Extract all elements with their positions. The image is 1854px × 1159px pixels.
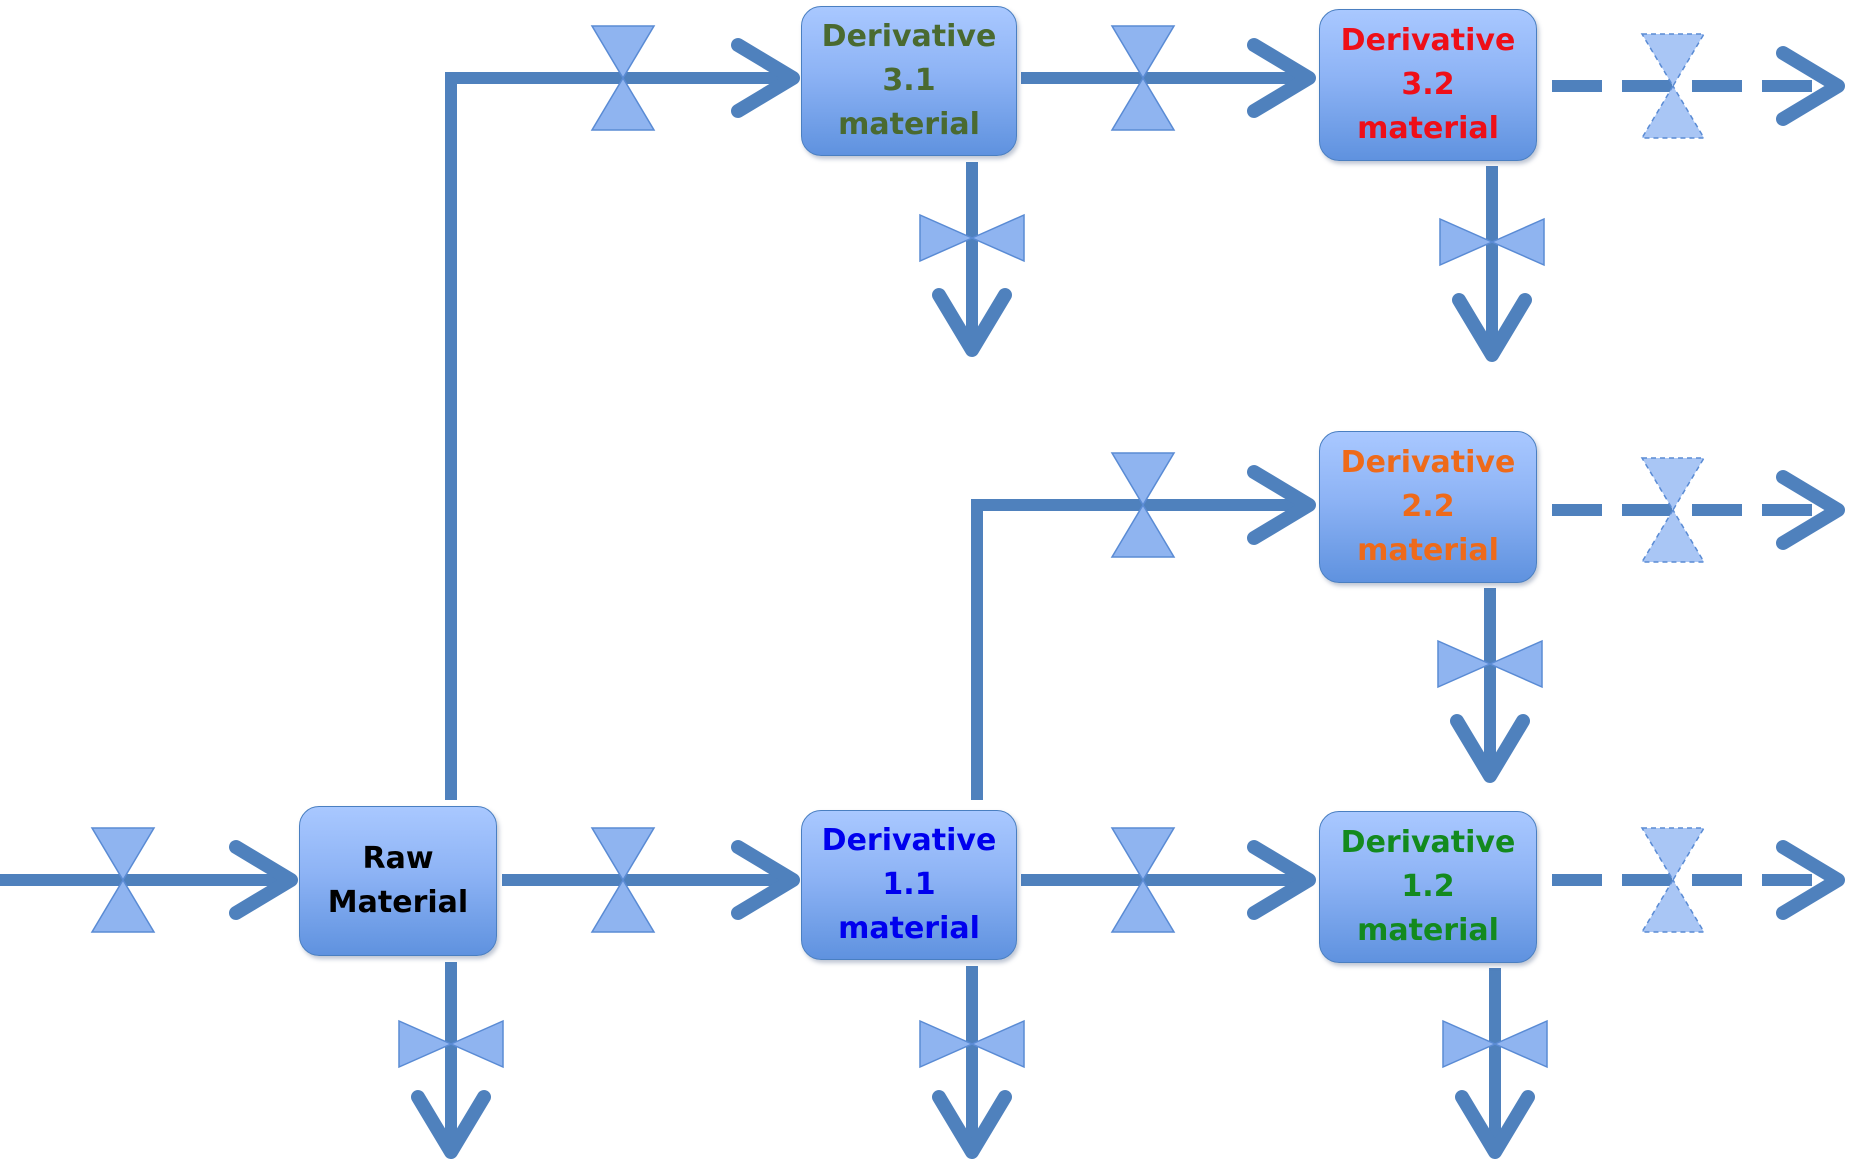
- node-label-line: 3.2: [1401, 67, 1455, 102]
- derivative-1-2-node[interactable]: Derivative 1.2 material: [1319, 811, 1537, 963]
- valve-bottom-triangle: [1110, 878, 1176, 933]
- node-label-line: material: [1357, 913, 1499, 948]
- valve-bottom-triangle: [1110, 503, 1176, 558]
- valve-raw-to-d1_1: [590, 827, 656, 933]
- derivative-2-2-node[interactable]: Derivative 2.2 material: [1319, 431, 1537, 583]
- valve-d1_1-drain: [919, 1019, 1025, 1069]
- arrow-d3_2-drain: [1452, 293, 1532, 362]
- valve-d2_2-drain: [1437, 639, 1543, 689]
- node-label-line: material: [838, 107, 980, 142]
- pipe-d1_1-to-d2_2: [971, 499, 1308, 800]
- valve-raw-to-d3_1: [590, 25, 656, 131]
- node-label-line: Derivative: [821, 19, 997, 54]
- valve-bottom-triangle: [1640, 878, 1706, 933]
- node-label-line: material: [1357, 111, 1499, 146]
- valve-bottom-triangle: [1110, 76, 1176, 131]
- node-label-line: Raw: [362, 841, 434, 876]
- arrow-d2_2-drain: [1450, 714, 1530, 783]
- arrow-d1_1-to-d1_2: [1247, 840, 1316, 920]
- valve-left-triangle: [919, 1019, 974, 1069]
- valve-d1_2-drain: [1442, 1019, 1548, 1069]
- node-label-line: Derivative: [1340, 23, 1516, 58]
- pipes-layer: [0, 38, 1845, 1159]
- valve-d2_2-outlet: [1640, 457, 1706, 563]
- valve-right-triangle: [1493, 1019, 1548, 1069]
- node-label-line: 1.1: [882, 867, 936, 902]
- arrow-raw-drain: [411, 1090, 491, 1159]
- valve-d1_1-to-d2_2: [1110, 452, 1176, 558]
- valve-bottom-triangle: [590, 878, 656, 933]
- arrow-d3_1-to-d3_2: [1247, 38, 1316, 118]
- arrow-d1_2-outlet: [1776, 840, 1845, 920]
- valve-top-triangle: [1640, 457, 1706, 512]
- node-label-line: Material: [327, 885, 469, 920]
- valve-d3_2-outlet: [1640, 33, 1706, 139]
- valve-bottom-triangle: [590, 76, 656, 131]
- valve-bottom-triangle: [1640, 84, 1706, 139]
- arrow-d1_2-drain: [1455, 1090, 1535, 1159]
- derivative-3-1-node[interactable]: Derivative 3.1 material: [801, 6, 1017, 156]
- valve-top-triangle: [1640, 827, 1706, 882]
- valve-left-triangle: [398, 1019, 453, 1069]
- node-label-line: material: [838, 911, 980, 946]
- node-label-line: 3.1: [882, 63, 936, 98]
- raw-material-node[interactable]: Raw Material: [299, 806, 497, 956]
- valve-d3_2-drain: [1439, 217, 1545, 267]
- valve-top-triangle: [1110, 452, 1176, 507]
- valve-d3_1-drain: [919, 213, 1025, 263]
- node-label-line: Derivative: [821, 823, 997, 858]
- valve-top-triangle: [590, 25, 656, 80]
- valve-d1_2-outlet: [1640, 827, 1706, 933]
- valve-d1_1-to-d1_2: [1110, 827, 1176, 933]
- valve-top-triangle: [590, 827, 656, 882]
- valve-top-triangle: [1110, 25, 1176, 80]
- valve-top-triangle: [1110, 827, 1176, 882]
- valve-right-triangle: [970, 213, 1025, 263]
- valves-layer: [90, 25, 1706, 1069]
- arrow-d1_1-to-d2_2: [1247, 465, 1316, 545]
- arrow-d3_1-drain: [932, 288, 1012, 357]
- derivative-3-2-node[interactable]: Derivative 3.2 material: [1319, 9, 1537, 161]
- valve-bottom-triangle: [1640, 508, 1706, 563]
- derivative-1-1-node[interactable]: Derivative 1.1 material: [801, 810, 1017, 960]
- node-label-line: material: [1357, 533, 1499, 568]
- valve-right-triangle: [1490, 217, 1545, 267]
- valve-right-triangle: [970, 1019, 1025, 1069]
- valve-raw-drain: [398, 1019, 504, 1069]
- valve-left-triangle: [919, 213, 974, 263]
- valve-right-triangle: [1488, 639, 1543, 689]
- valve-left-triangle: [1442, 1019, 1497, 1069]
- node-label-line: 1.2: [1401, 869, 1455, 904]
- valve-top-triangle: [1640, 33, 1706, 88]
- node-label-line: Derivative: [1340, 825, 1516, 860]
- valve-inlet: [90, 827, 156, 933]
- arrow-raw-to-d3_1: [731, 38, 800, 118]
- valve-bottom-triangle: [90, 878, 156, 933]
- valve-left-triangle: [1437, 639, 1492, 689]
- arrow-d3_2-outlet: [1776, 46, 1845, 126]
- node-label-line: Derivative: [1340, 445, 1516, 480]
- valve-left-triangle: [1439, 217, 1494, 267]
- pipe-raw-to-d3_1: [445, 72, 792, 800]
- valve-d3_1-to-d3_2: [1110, 25, 1176, 131]
- node-label-line: 2.2: [1401, 489, 1455, 524]
- valve-right-triangle: [449, 1019, 504, 1069]
- arrow-raw-to-d1_1: [731, 840, 800, 920]
- arrow-d2_2-outlet: [1776, 470, 1845, 550]
- arrow-d1_1-drain: [932, 1090, 1012, 1159]
- valve-top-triangle: [90, 827, 156, 882]
- arrow-inlet: [229, 840, 298, 920]
